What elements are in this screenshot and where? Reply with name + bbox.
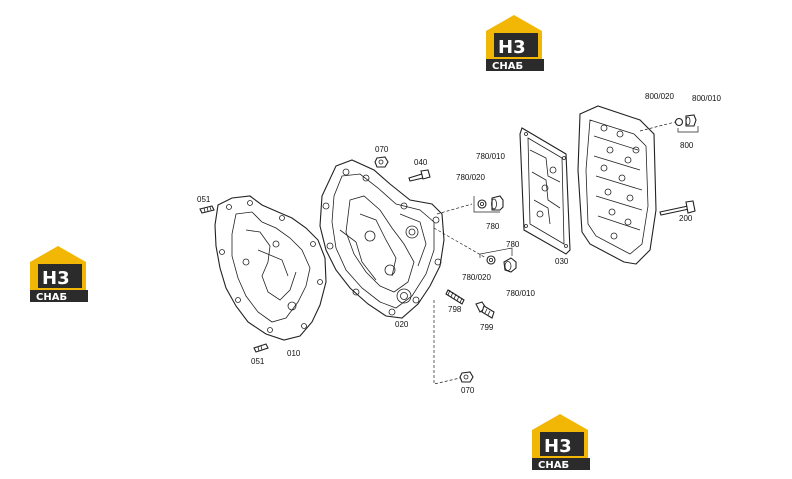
label-780-010-lower: 780/010 xyxy=(506,289,535,298)
pin-051-bottom xyxy=(253,343,269,353)
logo-mark: H3 xyxy=(544,436,572,457)
logo-word: CHAБ xyxy=(538,460,569,471)
label-070-bottom: 070 xyxy=(461,386,475,395)
leader-800-bracket xyxy=(677,126,699,133)
dash-line-780-lower xyxy=(433,227,487,259)
orifice-800 xyxy=(674,114,697,127)
orifice-780-lower xyxy=(486,255,517,273)
pin-051-top xyxy=(199,205,215,214)
watermark-logo-bottom: H3 CHAБ xyxy=(532,414,590,471)
dash-line-800 xyxy=(639,121,676,132)
label-200: 200 xyxy=(679,214,693,223)
gasket-plate-010 xyxy=(214,195,327,341)
label-799: 799 xyxy=(480,323,494,332)
dash-line-070-bottom xyxy=(433,300,461,385)
label-780-020-upper: 780/020 xyxy=(456,173,485,182)
intermediate-plate-030 xyxy=(519,127,571,255)
bolt-040 xyxy=(408,169,431,182)
logo-word: CHAБ xyxy=(36,292,67,303)
label-780-lower: 780 xyxy=(506,240,520,249)
label-800: 800 xyxy=(680,141,694,150)
nut-070-bottom xyxy=(459,371,474,383)
valve-body xyxy=(577,105,657,265)
watermark-logo-top: H3 CHAБ xyxy=(486,15,544,72)
leader-780-upper-bracket xyxy=(473,196,500,213)
valve-housing-020 xyxy=(319,159,445,319)
watermark-logo-left: H3 CHAБ xyxy=(30,246,88,303)
leader-780-lower-bracket xyxy=(479,247,513,258)
label-030: 030 xyxy=(555,257,569,266)
label-070-top: 070 xyxy=(375,145,389,154)
label-780-010-upper: 780/010 xyxy=(476,152,505,161)
label-010: 010 xyxy=(287,349,301,358)
spring-798 xyxy=(445,289,465,305)
label-051-top: 051 xyxy=(197,195,211,204)
dash-line-780-upper xyxy=(436,203,473,215)
nut-070-top xyxy=(374,156,389,168)
label-798: 798 xyxy=(448,305,462,314)
orifice-780-upper xyxy=(477,195,504,211)
label-051-bottom: 051 xyxy=(251,357,265,366)
logo-word: CHAБ xyxy=(492,61,523,72)
label-800-010: 800/010 xyxy=(692,94,721,103)
bolt-200 xyxy=(659,200,696,216)
logo-mark: H3 xyxy=(498,37,526,58)
label-020: 020 xyxy=(395,320,409,329)
logo-mark: H3 xyxy=(42,268,70,289)
label-780-020-lower: 780/020 xyxy=(462,273,491,282)
label-780-upper: 780 xyxy=(486,222,500,231)
label-800-020: 800/020 xyxy=(645,92,674,101)
plug-799 xyxy=(475,301,495,319)
label-040: 040 xyxy=(414,158,428,167)
